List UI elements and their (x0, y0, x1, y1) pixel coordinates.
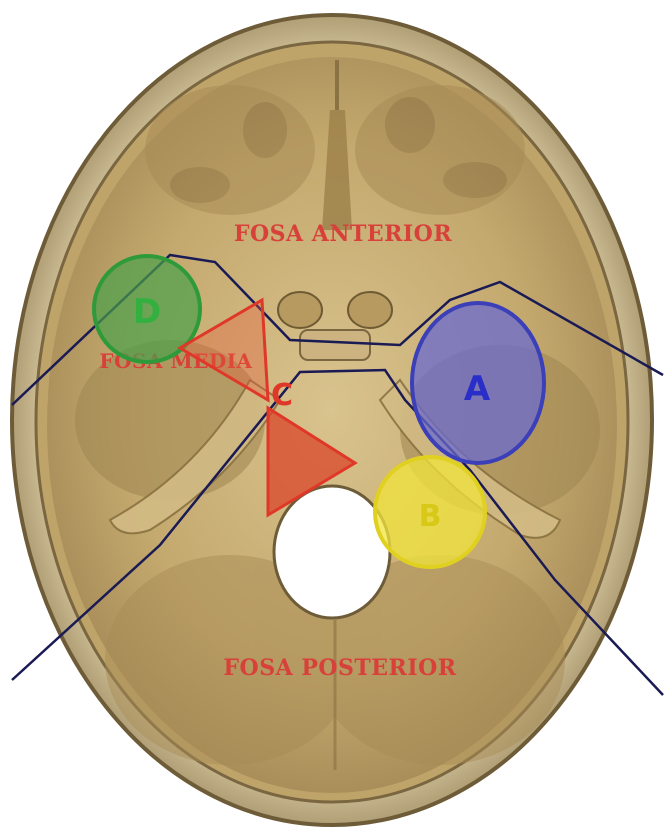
marker-b: B (375, 457, 485, 567)
marker-d-letter: D (133, 292, 161, 332)
label-posterior-fossa: FOSA POSTERIOR (223, 655, 456, 681)
marker-a-letter: A (464, 369, 491, 409)
foramen-magnum (274, 486, 390, 618)
marker-b-letter: B (419, 499, 442, 534)
label-anterior-fossa: FOSA ANTERIOR (234, 221, 452, 247)
marker-a: A (412, 303, 544, 463)
marker-c-letter: C (271, 378, 293, 413)
